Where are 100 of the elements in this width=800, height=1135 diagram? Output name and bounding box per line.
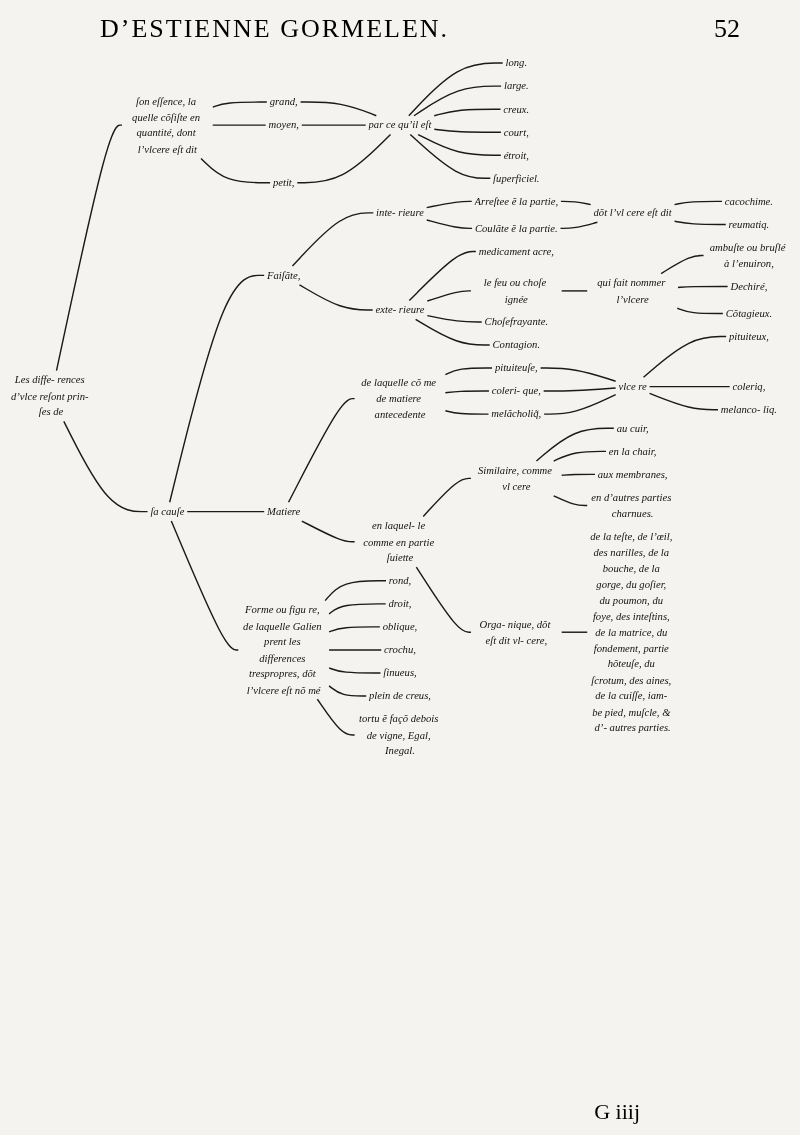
connector — [291, 212, 374, 267]
connector — [169, 274, 265, 503]
connector — [328, 603, 387, 615]
connector — [328, 667, 382, 674]
connector — [324, 580, 387, 602]
connector — [426, 314, 483, 323]
node-text: qui fait nommer l’vlcere — [597, 277, 666, 305]
connector — [426, 290, 472, 302]
node-text: ſinueus, — [383, 667, 417, 679]
connector — [408, 250, 477, 302]
connector — [200, 157, 271, 184]
node-text: Matiere — [267, 505, 301, 518]
node-text: plein de creus, — [369, 690, 431, 702]
connector — [414, 318, 491, 346]
node-text: ſa cauſe — [150, 505, 185, 518]
connector — [444, 410, 490, 415]
connector — [212, 101, 268, 108]
node-text: au cuir, — [616, 422, 649, 434]
node-text: long. — [505, 57, 528, 69]
node-text: droit, — [388, 597, 412, 610]
connector — [444, 390, 490, 394]
connector — [648, 392, 719, 411]
node-text: de laquelle cõ me de matiere antecedente — [361, 376, 437, 421]
connector — [55, 124, 123, 372]
node-text: en la chair, — [608, 445, 657, 457]
page-number: 52 — [714, 14, 740, 44]
connector — [328, 685, 367, 697]
connector — [676, 307, 724, 315]
connector — [415, 566, 472, 633]
running-head: D’ESTIENNE GORMELEN. — [100, 14, 450, 44]
connector — [433, 108, 502, 117]
node-text: étroit, — [503, 149, 529, 161]
connector — [561, 631, 588, 633]
node-text: vlce re — [618, 380, 647, 393]
connector — [660, 254, 705, 275]
connector — [301, 520, 356, 543]
connector — [186, 510, 265, 513]
connector — [298, 284, 374, 311]
connector — [673, 220, 727, 226]
connector — [539, 367, 617, 382]
signature-mark: G iiij — [594, 1099, 640, 1124]
node-text: en laquel- le comme en partie ſuiette — [363, 519, 435, 564]
node-text: crochu, — [384, 644, 416, 656]
node-text: medicament acre, — [478, 245, 554, 257]
connector — [63, 420, 149, 513]
connector — [552, 450, 607, 462]
connector — [328, 649, 382, 651]
connector — [444, 367, 493, 376]
connector — [426, 200, 473, 209]
connector — [543, 393, 617, 415]
node-text: dõt l’vl cere eſt dit — [593, 207, 672, 219]
connector — [561, 290, 588, 292]
connector — [542, 387, 617, 392]
node-text: Contagion. — [492, 339, 541, 351]
connector — [559, 221, 599, 230]
connector — [301, 124, 367, 126]
node-text: creux. — [503, 103, 530, 115]
connector — [212, 124, 267, 126]
node-text: Forme ou figu re, de laquelle Galien prent les differences trespropres, dõt l’vlcere eſt nõ mé — [243, 604, 322, 696]
connector — [426, 219, 473, 230]
node-text: pituiteux, — [728, 330, 769, 343]
node-text: le feu ou choſe ignée — [483, 277, 547, 305]
node-text: ambuſte ou bruſlé à l’enuiron, — [709, 241, 786, 269]
node-text: petit, — [272, 176, 295, 189]
node-text: Faiſãte, — [266, 269, 301, 281]
node-text: reumatiq. — [728, 218, 770, 230]
node-text: aux membranes, — [597, 468, 668, 480]
node-text: Les diffe- rences d’vlce reſont prin- ſes de — [10, 374, 89, 418]
node-text: en d’autres parties charnues. — [591, 491, 672, 519]
connector — [287, 397, 356, 503]
connector — [561, 473, 596, 476]
connector — [409, 133, 491, 180]
node-text: tortu ẽ façõ debois de vigne, Egal, Inegal. — [358, 713, 439, 757]
node-text: pituiteuſe, — [494, 362, 538, 374]
node-text: coleri- que, — [491, 385, 541, 397]
node-text: Dechiré, — [730, 280, 768, 292]
node-text: melanco- liq. — [720, 403, 777, 416]
connector — [328, 626, 381, 633]
node-text: Cõtagieux. — [725, 307, 773, 320]
connector — [673, 200, 723, 206]
node-text: Arreſtee ẽ la partie, — [474, 195, 559, 207]
node-text: grand, — [269, 96, 298, 108]
node-text: de la teſte, de l’œil, des narilles, de la bouche, de la gorge, du goſier, du poumon, du foye, des inteſtins, de la matrice, du fondement, partie hõteuſe, du ſcrotum, des aines, de la cuiſſe, iam- be pied, muſcle, & d’- autres parties. — [590, 530, 673, 734]
node-text: Coulãte ẽ la partie. — [474, 222, 558, 234]
connector — [417, 133, 502, 156]
connector — [408, 62, 504, 117]
connector — [552, 495, 588, 507]
connector — [316, 698, 356, 736]
connector — [413, 85, 502, 117]
node-text: Choſefrayante. — [484, 316, 549, 328]
node-text: oblique, — [382, 621, 418, 633]
node-text: Similaire, comme vl cere — [477, 464, 552, 492]
node-text: cacochime. — [724, 195, 774, 207]
node-text: rond, — [388, 574, 412, 587]
connector — [422, 477, 472, 518]
node-text: ſuperficiel. — [493, 172, 540, 184]
connector — [433, 128, 502, 133]
connector — [535, 427, 615, 462]
connector — [296, 133, 392, 184]
connector — [677, 285, 729, 289]
